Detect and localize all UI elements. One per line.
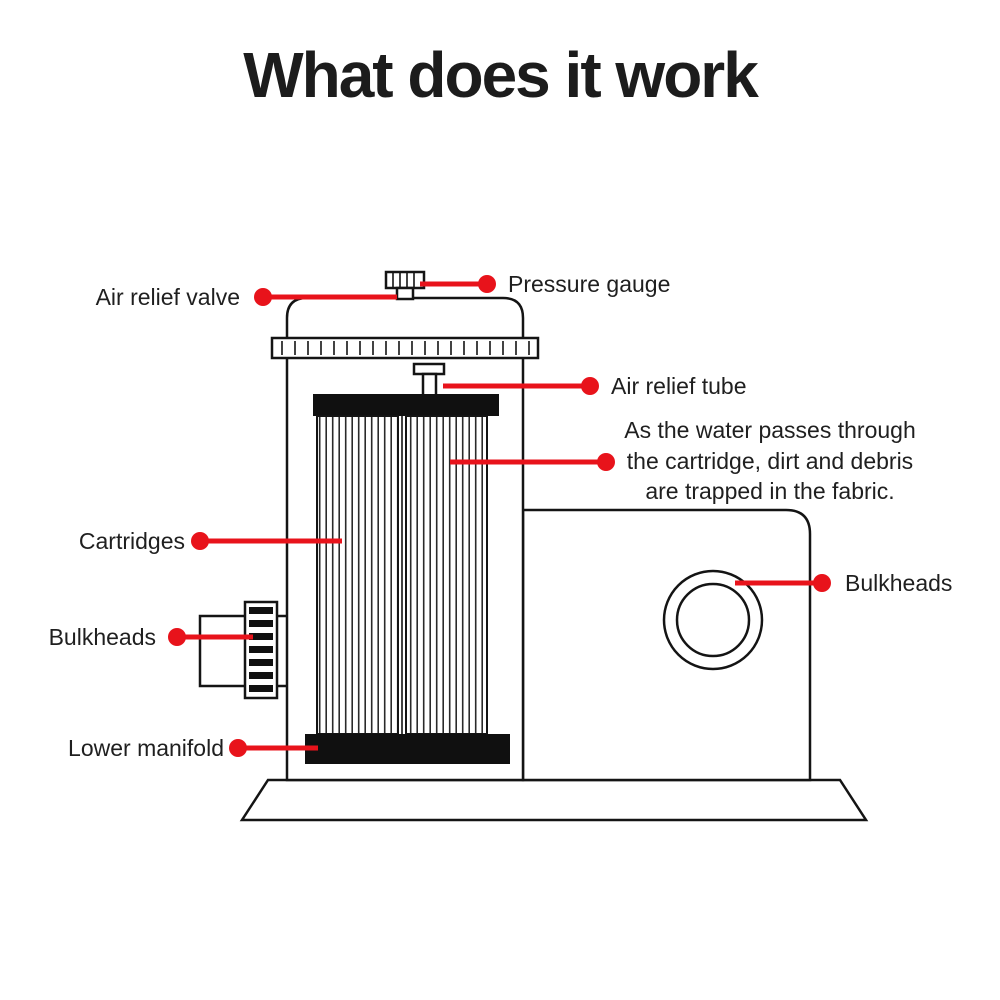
cartridge-note-line2: the cartridge, dirt and debris: [627, 448, 913, 474]
label-bulkheads-left: Bulkheads: [49, 624, 156, 650]
label-bulkheads-right: Bulkheads: [845, 570, 952, 596]
pump-housing: [521, 508, 812, 782]
label-lower-manifold: Lower manifold: [68, 735, 224, 761]
callout-pressure-gauge: [420, 275, 496, 293]
cartridge-note-line3: are trapped in the fabric.: [645, 478, 894, 504]
air-relief-valve: [384, 270, 426, 301]
labels: Air relief valve Pressure gauge Air reli…: [49, 271, 953, 761]
filter-base: [239, 778, 869, 822]
upper-manifold: [313, 394, 499, 416]
callouts: [168, 275, 831, 757]
page-title: What does it work: [243, 39, 759, 111]
label-cartridge-note: As the water passes through the cartridg…: [624, 417, 916, 504]
label-air-relief-valve: Air relief valve: [96, 284, 240, 310]
bulkhead-coupling-stripes: [249, 607, 273, 692]
callout-bulkheads-right: [735, 574, 831, 592]
callout-cartridge-note: [450, 453, 615, 471]
label-cartridges: Cartridges: [79, 528, 185, 554]
callout-air-relief-tube: [443, 377, 599, 395]
lid-flange-ticks: [281, 341, 530, 355]
label-air-relief-tube: Air relief tube: [611, 373, 747, 399]
filter-lid: [285, 296, 525, 342]
label-pressure-gauge: Pressure gauge: [508, 271, 670, 297]
callout-cartridges: [191, 532, 342, 550]
callout-bulkheads-left: [168, 628, 253, 646]
cartridge-right: [405, 415, 488, 735]
callout-lower-manifold: [229, 739, 318, 757]
air-relief-tube: [412, 362, 446, 398]
bulkhead-port-inner-ring: [675, 582, 751, 658]
cartridge-left: [316, 415, 399, 735]
lower-manifold-band: [305, 734, 510, 764]
lid-flange: [270, 336, 540, 360]
filter-machine: [198, 270, 869, 822]
callout-air-relief-valve: [254, 288, 397, 306]
cartridge-note-line1: As the water passes through: [624, 417, 916, 443]
